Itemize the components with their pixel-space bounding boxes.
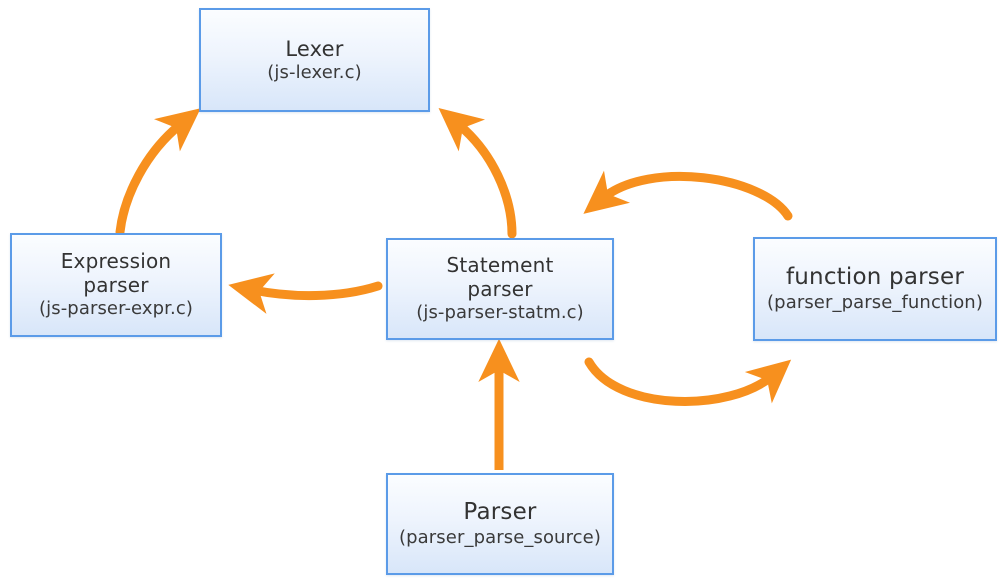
node-lexer[interactable]: Lexer (js-lexer.c) bbox=[199, 8, 430, 112]
node-statement-parser-subtitle: (js-parser-statm.c) bbox=[416, 302, 584, 324]
node-function-parser-subtitle: (parser_parse_function) bbox=[767, 292, 983, 314]
node-function-parser[interactable]: function parser (parser_parse_function) bbox=[753, 237, 997, 341]
arrow-function-to-statement bbox=[583, 170, 793, 221]
node-parser-title: Parser bbox=[463, 499, 537, 526]
node-statement-parser-title: Statement bbox=[446, 253, 554, 278]
node-expression-parser[interactable]: Expression parser (js-parser-expr.c) bbox=[10, 233, 222, 337]
node-expression-parser-title: Expression bbox=[60, 249, 172, 274]
node-parser-subtitle: (parser_parse_source) bbox=[399, 527, 601, 549]
node-statement-parser[interactable]: Statement parser (js-parser-statm.c) bbox=[386, 238, 614, 340]
arrow-expression-to-lexer bbox=[115, 108, 201, 237]
arrow-statement-to-lexer bbox=[438, 107, 517, 239]
node-expression-parser-subtitle: (js-parser-expr.c) bbox=[39, 298, 193, 320]
node-lexer-subtitle: (js-lexer.c) bbox=[267, 62, 362, 84]
node-lexer-title: Lexer bbox=[285, 36, 344, 61]
arrow-statement-to-function bbox=[584, 357, 792, 406]
arrow-statement-to-expression bbox=[228, 273, 383, 314]
node-parser[interactable]: Parser (parser_parse_source) bbox=[386, 473, 614, 575]
node-function-parser-title: function parser bbox=[785, 264, 964, 291]
node-statement-parser-title-line2: parser bbox=[467, 276, 533, 301]
node-expression-parser-title-line2: parser bbox=[83, 272, 149, 297]
